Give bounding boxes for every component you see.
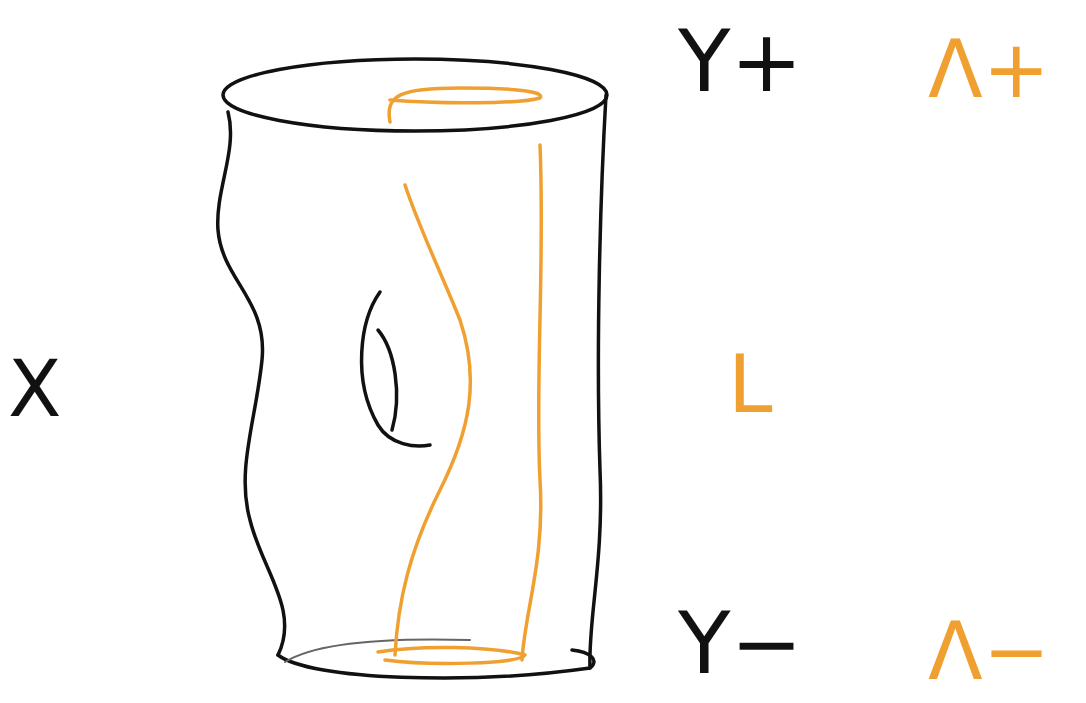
lambda-minus-curve <box>378 647 525 663</box>
lagrangian-name: L <box>728 345 773 425</box>
lagrangian-left-strand <box>395 185 470 655</box>
handle-hole <box>362 292 430 446</box>
legendrian-name: Λ+ <box>928 30 1050 110</box>
top-boundary <box>223 59 607 131</box>
boundary-name: Y+ <box>678 18 803 104</box>
handle-hole-inner <box>378 330 397 430</box>
legendrian-name: Λ− <box>928 612 1050 692</box>
lagrangian-right-strand <box>522 145 541 660</box>
left-side <box>218 112 285 655</box>
lambda-plus-curve <box>389 88 541 122</box>
right-side <box>590 95 606 668</box>
boundary-name: Y− <box>678 600 803 686</box>
cobordism-name: X <box>8 350 61 428</box>
